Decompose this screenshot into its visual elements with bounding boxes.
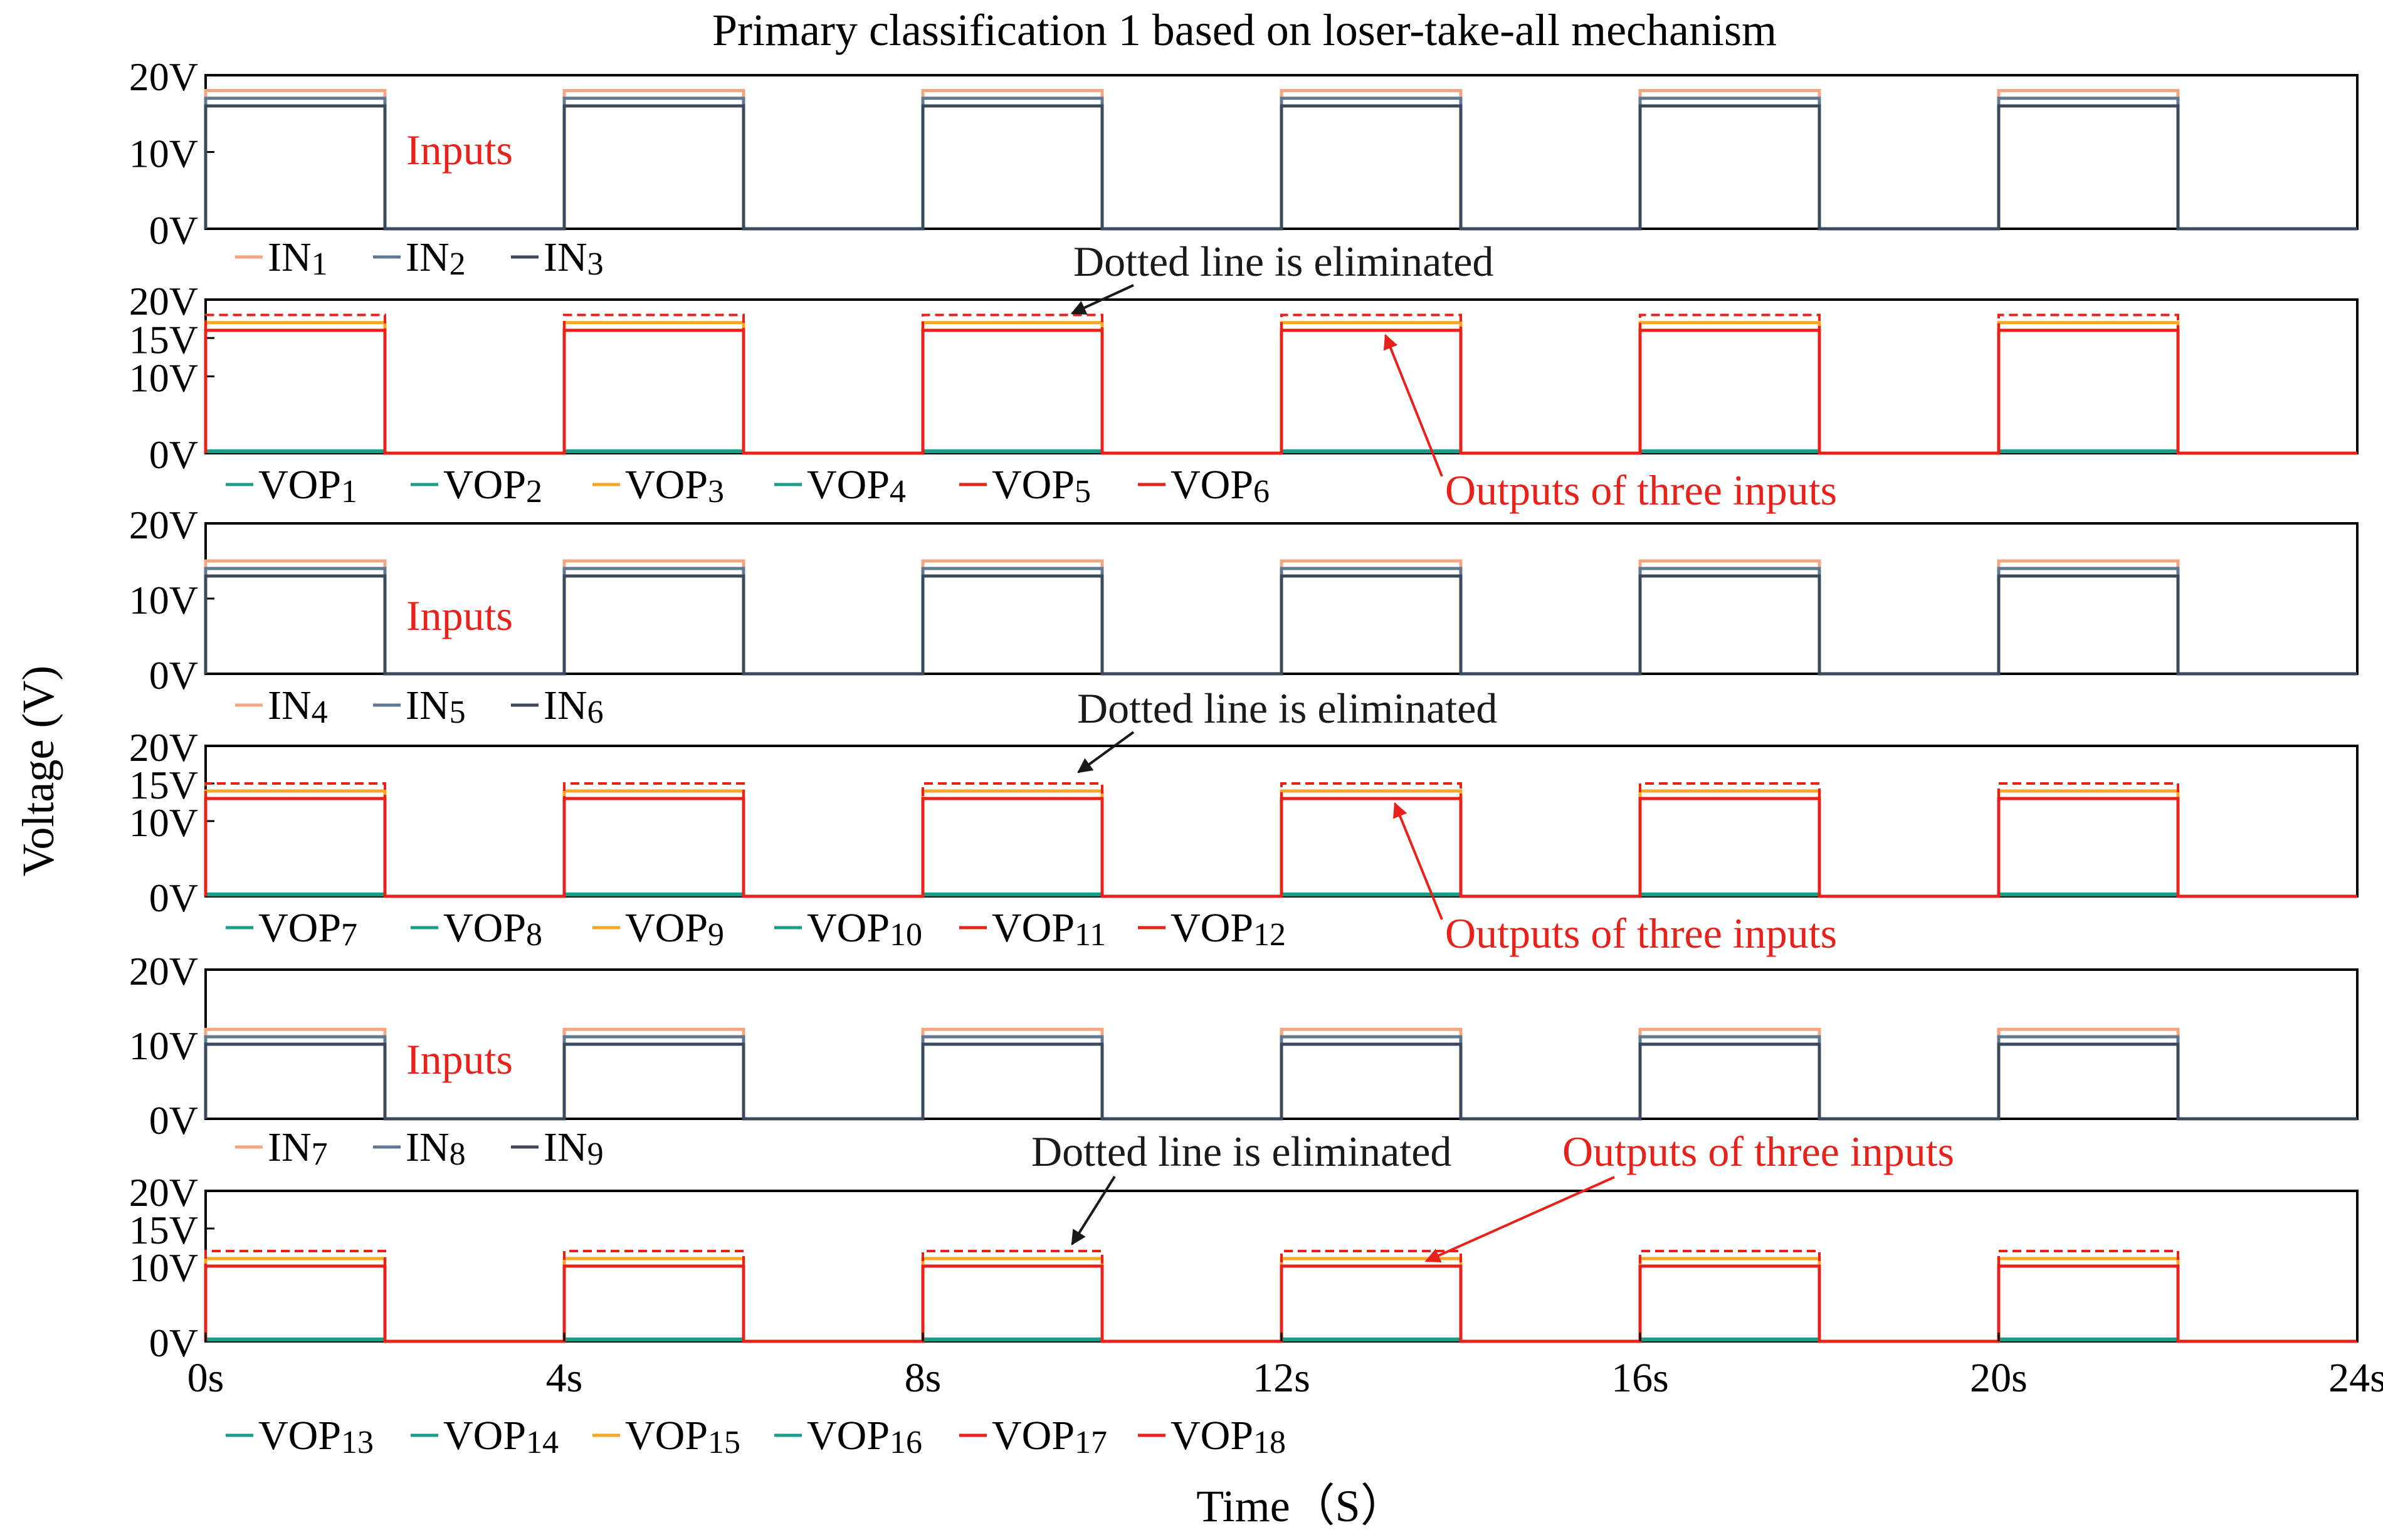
x-axis-ticks: 0s 4s 8s 12s 16s 20s 24s — [187, 1333, 2383, 1401]
dotted-line-label: Dotted line is eliminated — [1031, 1128, 1451, 1175]
legend-label: VOP6 — [1170, 462, 1270, 510]
y-tick-label: 20V — [129, 503, 198, 547]
outputs-label: Outputs of three inputs — [1445, 909, 1837, 957]
y-tick-label: 10V — [129, 1024, 198, 1068]
legend-label: IN9 — [544, 1124, 604, 1172]
series-in6 — [204, 574, 2357, 676]
legend-label: IN3 — [544, 234, 604, 282]
legend-label: VOP17 — [992, 1413, 1107, 1460]
outputs-arrow — [1424, 1176, 1615, 1263]
series-in9 — [204, 1042, 2357, 1121]
inputs-label: Inputs — [406, 1035, 513, 1083]
legend-label: VOP11 — [992, 905, 1106, 953]
legend-label: IN4 — [268, 683, 328, 730]
y-tick-label: 10V — [129, 132, 198, 176]
y-tick-label: 0V — [149, 876, 198, 920]
y-tick-label: 20V — [129, 949, 198, 993]
outputs-arrow — [1383, 333, 1443, 477]
y-tick-label: 10V — [129, 800, 198, 845]
panel-inputs-3: 0V 10V 20V IN7 IN8 IN9 — [129, 949, 2359, 1172]
chart-title: Primary classification 1 based on loser-… — [712, 5, 1777, 55]
inputs-label: Inputs — [406, 592, 513, 639]
legend-label: VOP18 — [1170, 1413, 1286, 1460]
x-axis-label: Time（S） — [1196, 1481, 1405, 1531]
legend-label: VOP3 — [625, 462, 724, 510]
x-tick-label: 4s — [546, 1355, 583, 1401]
x-tick-label: 20s — [1970, 1355, 2028, 1401]
legend-label: IN6 — [544, 683, 604, 730]
y-tick-label: 0V — [149, 432, 198, 477]
legend-label: VOP1 — [258, 462, 357, 510]
x-tick-label: 8s — [905, 1355, 942, 1401]
dotted-line-arrow — [1070, 284, 1134, 315]
legend-label: VOP4 — [807, 462, 906, 510]
y-tick-label: 15V — [129, 763, 198, 807]
dotted-line-label: Dotted line is eliminated — [1077, 684, 1497, 732]
legend-label: IN8 — [406, 1124, 466, 1172]
y-tick-label: 15V — [129, 1208, 198, 1252]
y-tick-label: 0V — [149, 653, 198, 698]
y-axis-label: Voltage (V) — [13, 666, 63, 877]
legend-label: IN5 — [406, 683, 466, 730]
y-tick-label: 15V — [129, 317, 198, 362]
x-tick-label: 0s — [187, 1355, 224, 1401]
y-tick-label: 10V — [129, 578, 198, 622]
dotted-line-label: Dotted line is eliminated — [1073, 238, 1493, 285]
legend-label: VOP7 — [258, 905, 357, 953]
legend-label: IN2 — [406, 234, 466, 282]
outputs-label: Outputs of three inputs — [1445, 466, 1837, 514]
legend-label: VOP12 — [1170, 905, 1286, 953]
legend-label: IN1 — [268, 234, 328, 282]
legend-label: VOP13 — [258, 1413, 374, 1460]
dotted-line-arrow — [1077, 731, 1135, 773]
series-in3 — [204, 104, 2357, 231]
panel-inputs-2: 0V 10V 20V IN4 IN5 IN6 — [129, 503, 2359, 730]
legend-label: VOP2 — [443, 462, 542, 510]
legend-label: VOP5 — [992, 462, 1091, 510]
x-tick-label: 16s — [1611, 1355, 1669, 1401]
x-tick-label: 24s — [2328, 1355, 2383, 1401]
y-tick-label: 20V — [129, 1170, 198, 1215]
y-tick-label: 10V — [129, 1245, 198, 1290]
legend-label: VOP16 — [807, 1413, 922, 1460]
outputs-label: Outputs of three inputs — [1562, 1128, 1954, 1175]
legend-label: VOP14 — [443, 1413, 559, 1460]
y-tick-label: 20V — [129, 725, 198, 770]
series-vop12 — [204, 782, 2357, 898]
legend-label: VOP8 — [443, 905, 542, 953]
outputs-arrow — [1392, 802, 1443, 920]
legend-label: VOP15 — [625, 1413, 740, 1460]
legend-label: IN7 — [268, 1124, 328, 1172]
y-tick-label: 0V — [149, 1098, 198, 1143]
dotted-line-arrow — [1071, 1175, 1116, 1246]
legend-label: VOP9 — [625, 905, 724, 953]
inputs-label: Inputs — [406, 126, 513, 174]
y-tick-label: 20V — [129, 279, 198, 323]
y-tick-label: 20V — [129, 55, 198, 99]
y-tick-label: 0V — [149, 208, 198, 253]
y-tick-label: 0V — [149, 1321, 198, 1365]
series-vop6 — [204, 313, 2357, 454]
legend-label: VOP10 — [807, 905, 922, 953]
panel-inputs-1: 0V 10V 20V IN1 IN2 IN3 — [129, 55, 2359, 282]
y-tick-label: 10V — [129, 356, 198, 401]
x-tick-label: 12s — [1253, 1355, 1310, 1401]
